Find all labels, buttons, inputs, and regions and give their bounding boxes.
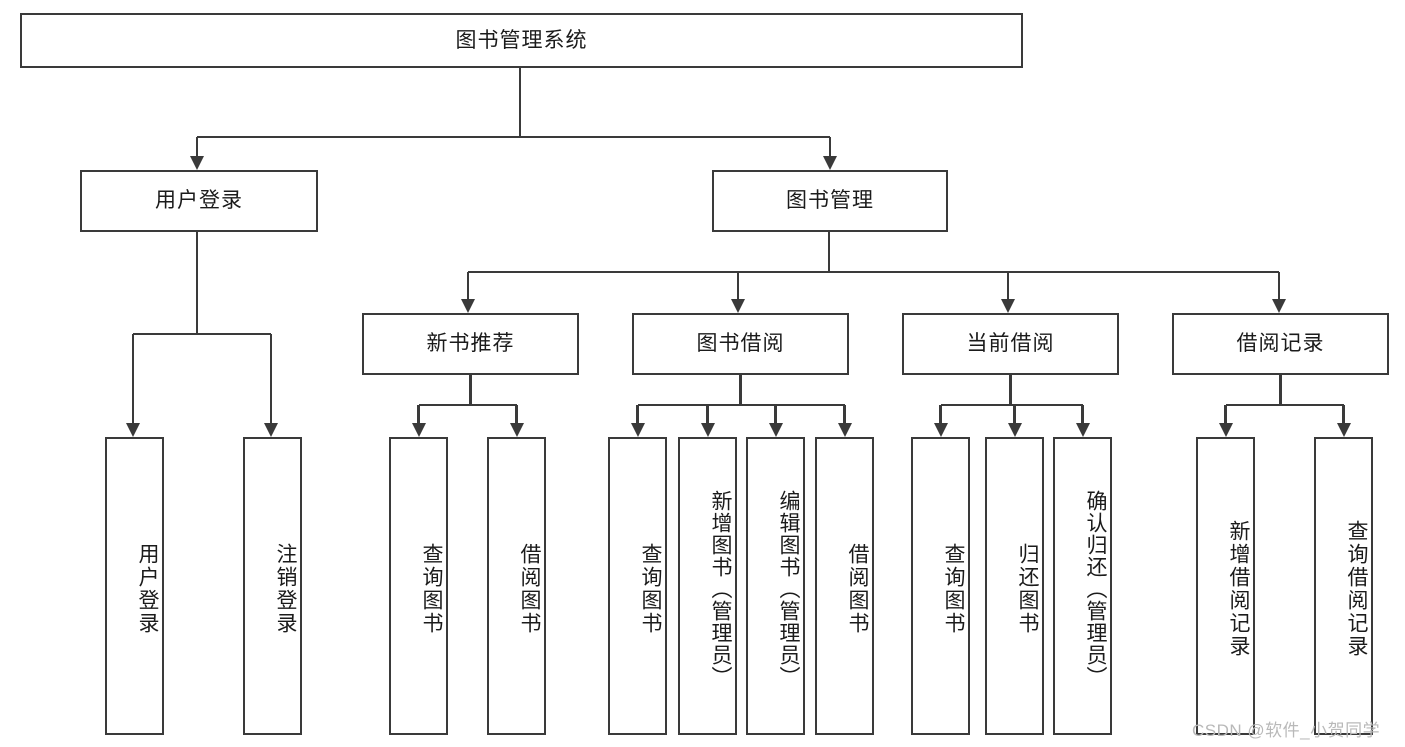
node-label: 用户登录 [136, 543, 159, 635]
connector-root-drop [828, 137, 832, 156]
connector-root-stem [518, 68, 522, 137]
connector-borrow-record-drop [1224, 405, 1227, 423]
connector-user-login-bar [133, 332, 271, 336]
node-label: 借阅图书 [518, 543, 541, 635]
connector-arrowhead [1272, 299, 1286, 313]
node-label: 归还图书 [1016, 543, 1039, 635]
node-label: 确认归还（管理员） [1084, 490, 1107, 688]
connector-current-borrow-bar [940, 403, 1083, 407]
node-root-book-management-system[interactable]: 图书管理系统 [20, 13, 1023, 68]
node-new-book-recommend[interactable]: 新书推荐 [362, 313, 579, 375]
connector-arrowhead [700, 423, 715, 437]
connector-new-book-recommend-drop [515, 405, 518, 423]
connector-arrowhead [823, 156, 837, 170]
node-label: 用户登录 [155, 189, 243, 213]
csdn-watermark: CSDN @软件_小贺同学 [1192, 721, 1381, 740]
connector-arrowhead [1007, 423, 1022, 437]
connector-new-book-recommend-drop [417, 405, 420, 423]
node-label: 新增图书（管理员） [709, 490, 732, 688]
node-leaf-add-borrow-record[interactable]: 新增借阅记录 [1196, 437, 1255, 735]
connector-current-borrow-drop [1013, 405, 1016, 423]
node-label: 查询图书 [420, 543, 443, 635]
connector-book-manage-drop [1277, 272, 1281, 299]
connector-arrowhead [630, 423, 645, 437]
node-leaf-borrow-book[interactable]: 借阅图书 [815, 437, 874, 735]
node-leaf-borrow-book-recommend[interactable]: 借阅图书 [487, 437, 546, 735]
connector-arrowhead [837, 423, 852, 437]
node-label: 借阅图书 [846, 543, 869, 635]
node-label: 查询图书 [639, 543, 662, 635]
node-leaf-query-book-recommend[interactable]: 查询图书 [389, 437, 448, 735]
node-leaf-query-borrow-record[interactable]: 查询借阅记录 [1314, 437, 1373, 735]
connector-arrowhead [933, 423, 948, 437]
connector-book-manage-bar [468, 270, 1279, 274]
connector-arrowhead [509, 423, 524, 437]
node-label: 借阅记录 [1236, 332, 1325, 356]
node-leaf-return-book[interactable]: 归还图书 [985, 437, 1044, 735]
connector-book-borrow-drop [706, 405, 709, 423]
connector-borrow-record-bar [1225, 403, 1344, 407]
connector-book-borrow-drop [636, 405, 639, 423]
node-book-borrow[interactable]: 图书借阅 [632, 313, 849, 375]
node-user-login[interactable]: 用户登录 [80, 170, 318, 232]
connector-root-bar [197, 135, 830, 139]
connector-borrow-record-stem [1279, 375, 1282, 405]
node-current-borrow[interactable]: 当前借阅 [902, 313, 1119, 375]
connector-user-login-stem [195, 232, 199, 334]
node-leaf-add-book-admin[interactable]: 新增图书（管理员） [678, 437, 737, 735]
node-label: 查询图书 [942, 543, 965, 635]
node-label: 当前借阅 [966, 332, 1055, 356]
connector-arrowhead [190, 156, 204, 170]
node-label: 注销登录 [274, 543, 297, 635]
connector-arrowhead [411, 423, 426, 437]
connector-book-manage-drop [466, 272, 470, 299]
node-label: 新书推荐 [426, 332, 515, 356]
connector-borrow-record-drop [1342, 405, 1345, 423]
connector-arrowhead [126, 423, 140, 437]
connector-new-book-recommend-bar [418, 403, 517, 407]
connector-book-manage-stem [827, 232, 831, 272]
node-label: 图书管理 [786, 189, 874, 213]
node-book-management[interactable]: 图书管理 [712, 170, 948, 232]
node-leaf-query-book-borrow[interactable]: 查询图书 [608, 437, 667, 735]
connector-book-borrow-drop [774, 405, 777, 423]
connector-arrowhead [768, 423, 783, 437]
node-leaf-confirm-return-admin[interactable]: 确认归还（管理员） [1053, 437, 1112, 735]
connector-book-manage-drop [1006, 272, 1010, 299]
connector-arrowhead [1075, 423, 1090, 437]
connector-book-borrow-bar [637, 403, 845, 407]
connector-user-login-drop [131, 334, 135, 423]
node-label: 新增借阅记录 [1227, 520, 1250, 658]
connector-book-borrow-drop [843, 405, 846, 423]
node-leaf-edit-book-admin[interactable]: 编辑图书（管理员） [746, 437, 805, 735]
node-leaf-query-book-current[interactable]: 查询图书 [911, 437, 970, 735]
node-label: 图书管理系统 [455, 28, 588, 52]
connector-current-borrow-stem [1009, 375, 1012, 405]
connector-arrowhead [1001, 299, 1015, 313]
connector-current-borrow-drop [1081, 405, 1084, 423]
connector-arrowhead [731, 299, 745, 313]
node-label: 编辑图书（管理员） [777, 490, 800, 688]
connector-arrowhead [264, 423, 278, 437]
connector-arrowhead [461, 299, 475, 313]
node-label: 图书借阅 [696, 332, 785, 356]
connector-arrowhead [1218, 423, 1233, 437]
connector-book-manage-drop [736, 272, 740, 299]
node-label: 查询借阅记录 [1345, 520, 1368, 658]
node-leaf-logout-login[interactable]: 注销登录 [243, 437, 302, 735]
connector-arrowhead [1336, 423, 1351, 437]
connector-book-borrow-stem [739, 375, 742, 405]
node-leaf-user-login[interactable]: 用户登录 [105, 437, 164, 735]
connector-user-login-drop [269, 334, 273, 423]
connector-current-borrow-drop [939, 405, 942, 423]
connector-root-drop [195, 137, 199, 156]
connector-new-book-recommend-stem [469, 375, 472, 405]
node-borrow-record[interactable]: 借阅记录 [1172, 313, 1389, 375]
